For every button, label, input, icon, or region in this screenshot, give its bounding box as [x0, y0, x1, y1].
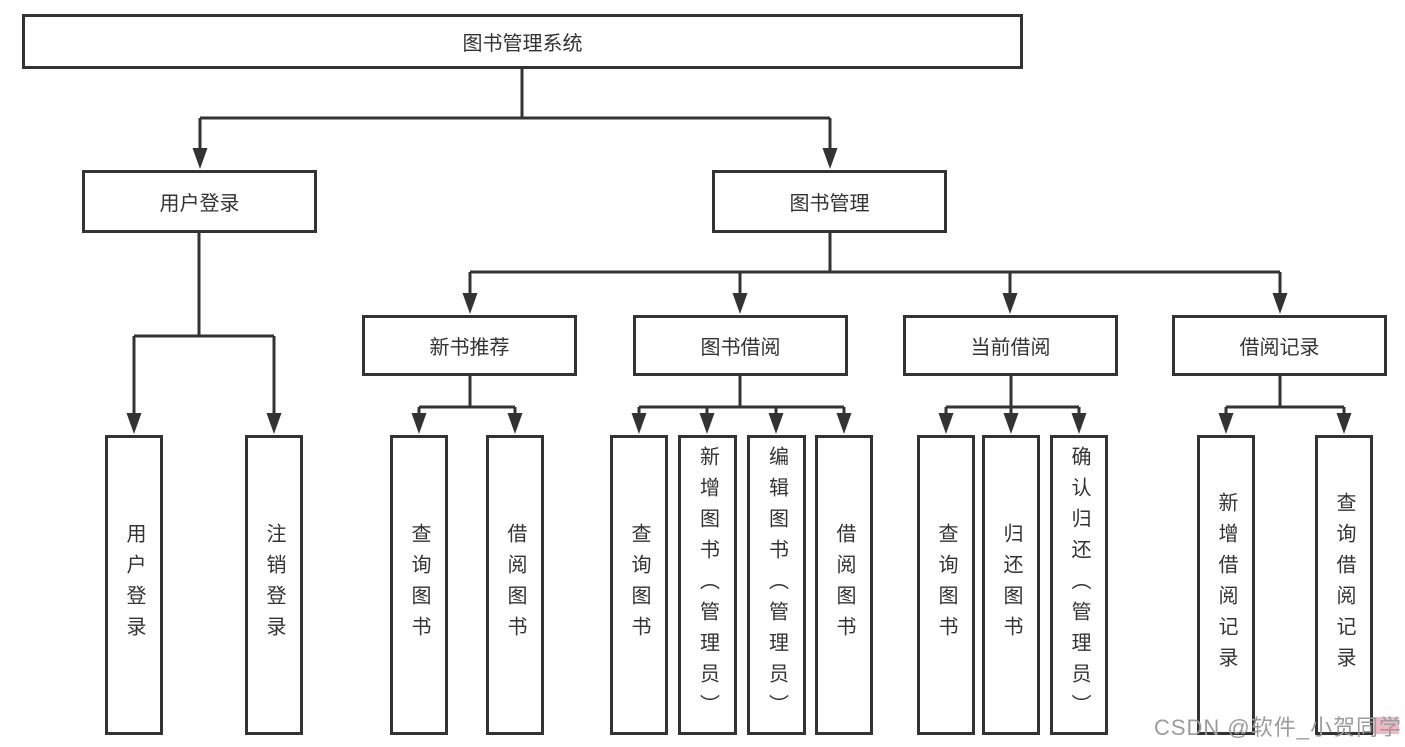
node-book-borrowing: 图书借阅: [633, 315, 848, 376]
node-label: 当前借阅: [970, 337, 1051, 359]
leaf-label: 查询图书: [408, 523, 430, 647]
node-label: 新书推荐: [429, 337, 510, 359]
node-book-management: 图书管理: [712, 170, 947, 233]
node-label: 图书管理系统: [462, 33, 583, 55]
leaf-label: 新增借阅记录: [1215, 492, 1237, 678]
leaf-add-books-admin: 新增图书（管理员）: [678, 435, 737, 735]
node-label: 用户登录: [159, 193, 240, 215]
watermark: CSDN @软件_小贺同学: [1154, 710, 1402, 742]
leaf-label: 借阅图书: [504, 523, 526, 647]
leaf-label: 查询图书: [935, 523, 957, 647]
leaf-logout: 注销登录: [245, 435, 303, 735]
node-label: 图书管理: [789, 193, 870, 215]
leaf-edit-books-admin: 编辑图书（管理员）: [747, 435, 806, 735]
leaf-label: 确认归还（管理员）: [1068, 445, 1090, 725]
watermark-text: CSDN @软件_小贺同学: [1153, 715, 1402, 740]
leaf-label: 编辑图书（管理员）: [765, 445, 788, 725]
leaf-add-borrow-record: 新增借阅记录: [1197, 435, 1255, 735]
leaf-label: 注销登录: [263, 523, 285, 647]
leaf-label: 查询图书: [628, 523, 650, 647]
leaf-query-books-current: 查询图书: [917, 435, 975, 735]
watermark-accent: [1373, 717, 1399, 734]
leaf-borrow-books-recommend: 借阅图书: [486, 435, 544, 735]
node-borrowing-records: 借阅记录: [1172, 315, 1387, 376]
leaf-label: 归还图书: [1000, 523, 1022, 647]
leaf-borrow-books-borrowing: 借阅图书: [815, 435, 873, 735]
node-label: 图书借阅: [700, 337, 781, 359]
node-new-book-recommendation: 新书推荐: [362, 315, 577, 376]
node-user-login: 用户登录: [82, 170, 317, 233]
leaf-query-books-borrowing: 查询图书: [610, 435, 668, 735]
node-label: 借阅记录: [1239, 337, 1320, 359]
node-current-borrowing: 当前借阅: [903, 315, 1118, 376]
leaf-query-borrow-record: 查询借阅记录: [1315, 435, 1373, 735]
node-library-management-system: 图书管理系统: [22, 14, 1023, 69]
leaf-label: 查询借阅记录: [1333, 492, 1355, 678]
leaf-label: 用户登录: [123, 523, 145, 647]
leaf-return-books: 归还图书: [982, 435, 1040, 735]
leaf-query-books-recommend: 查询图书: [390, 435, 448, 735]
leaf-label: 新增图书（管理员）: [696, 445, 719, 725]
leaf-user-login: 用户登录: [105, 435, 163, 735]
leaf-confirm-return-admin: 确认归还（管理员）: [1050, 435, 1108, 735]
leaf-label: 借阅图书: [833, 523, 855, 647]
